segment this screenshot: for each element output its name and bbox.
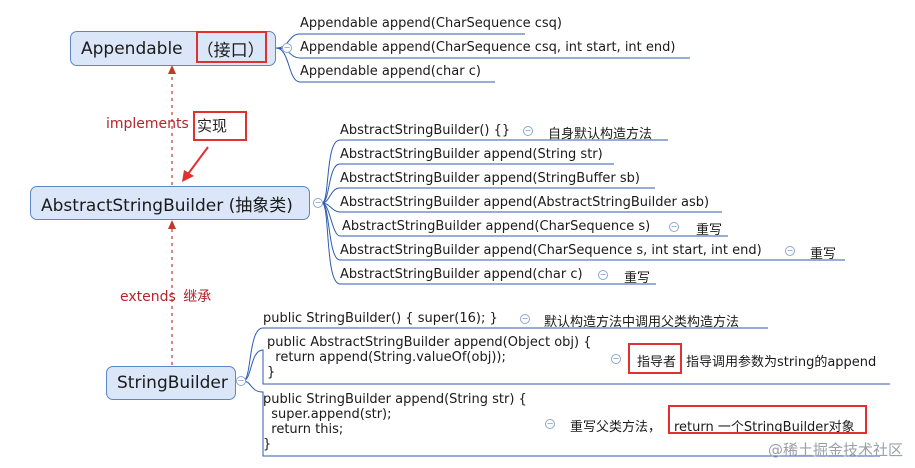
abstract-note-5: 重写	[696, 223, 723, 238]
abstract-note-1: 自身默认构造方法	[548, 127, 653, 142]
return-highlight-box	[668, 405, 867, 434]
abstract-method-7: AbstractStringBuilder append(char c)	[340, 267, 583, 282]
collapse-icon[interactable]: −	[236, 376, 246, 386]
string-builder-node[interactable]: StringBuilder	[106, 366, 236, 400]
stringbuilder-ctor: public StringBuilder() { super(16); }	[263, 311, 498, 326]
abstract-branches	[321, 139, 845, 285]
extends-en: extends	[120, 289, 176, 305]
append-string-note-box: return 一个StringBuilder对象	[674, 420, 855, 435]
collapse-icon[interactable]: −	[611, 354, 621, 364]
collapse-icon[interactable]: −	[669, 222, 679, 232]
collapse-icon[interactable]: −	[598, 270, 608, 280]
extends-cn: 继承	[183, 289, 212, 305]
abstract-method-2: AbstractStringBuilder append(String str)	[340, 147, 603, 162]
implements-label: implements	[106, 116, 189, 132]
stringbuilder-ctor-note: 默认构造方法中调用父类构造方法	[544, 315, 740, 330]
abstract-method-5: AbstractStringBuilder append(CharSequenc…	[342, 219, 651, 234]
appendable-title: Appendable	[81, 38, 183, 59]
append-object-note-box: 指导者	[637, 355, 677, 370]
appendable-method-3: Appendable append(char c)	[300, 64, 481, 79]
appendable-node[interactable]: Appendable （接口）	[70, 31, 276, 66]
implements-highlight-box	[193, 111, 247, 141]
abstract-method-3: AbstractStringBuilder append(StringBuffe…	[340, 171, 640, 186]
string-builder-title: StringBuilder	[117, 373, 228, 393]
abstract-builder-node[interactable]: AbstractStringBuilder (抽象类)	[30, 186, 310, 220]
collapse-icon[interactable]: −	[313, 198, 323, 208]
abstract-note-7: 重写	[624, 271, 651, 286]
abstract-note-6: 重写	[810, 247, 837, 262]
interface-highlight-box	[196, 31, 267, 63]
abstract-method-4: AbstractStringBuilder append(AbstractStr…	[340, 195, 710, 210]
implements-arrowhead	[168, 65, 176, 74]
append-object-note-rest: 指导调用参数为string的append	[686, 355, 877, 370]
collapse-icon[interactable]: −	[785, 246, 795, 256]
collapse-icon[interactable]: −	[520, 314, 530, 324]
abstract-method-1: AbstractStringBuilder() {}	[340, 123, 511, 138]
collapse-icon[interactable]: −	[545, 419, 555, 429]
collapse-icon[interactable]: −	[523, 126, 533, 136]
append-string-note-pre: 重写父类方法，	[570, 420, 662, 435]
collapse-icon[interactable]: −	[282, 43, 292, 53]
append-string-code: public StringBuilder append(String str) …	[263, 392, 527, 452]
red-pointer-arrowhead	[182, 170, 194, 182]
implements-en: implements	[106, 116, 189, 132]
appendable-method-1: Appendable append(CharSequence csq)	[300, 16, 563, 31]
abstract-builder-title: AbstractStringBuilder (抽象类)	[41, 195, 293, 216]
append-object-code: public AbstractStringBuilder append(Obje…	[267, 335, 592, 380]
implements-cn-wrap: 实现	[197, 115, 227, 136]
appendable-branches	[275, 33, 690, 83]
extends-label: extends 继承	[120, 286, 211, 306]
red-pointer-line	[187, 146, 209, 175]
watermark: @稀土掘金技术社区	[767, 441, 903, 459]
appendable-tag: （接口）	[196, 41, 265, 61]
implements-cn: 实现	[197, 117, 228, 135]
extends-arrowhead	[168, 220, 176, 229]
appendable-method-2: Appendable append(CharSequence csq, int …	[300, 40, 676, 55]
abstract-method-6: AbstractStringBuilder append(CharSequenc…	[340, 243, 762, 258]
director-highlight-box	[628, 343, 682, 374]
